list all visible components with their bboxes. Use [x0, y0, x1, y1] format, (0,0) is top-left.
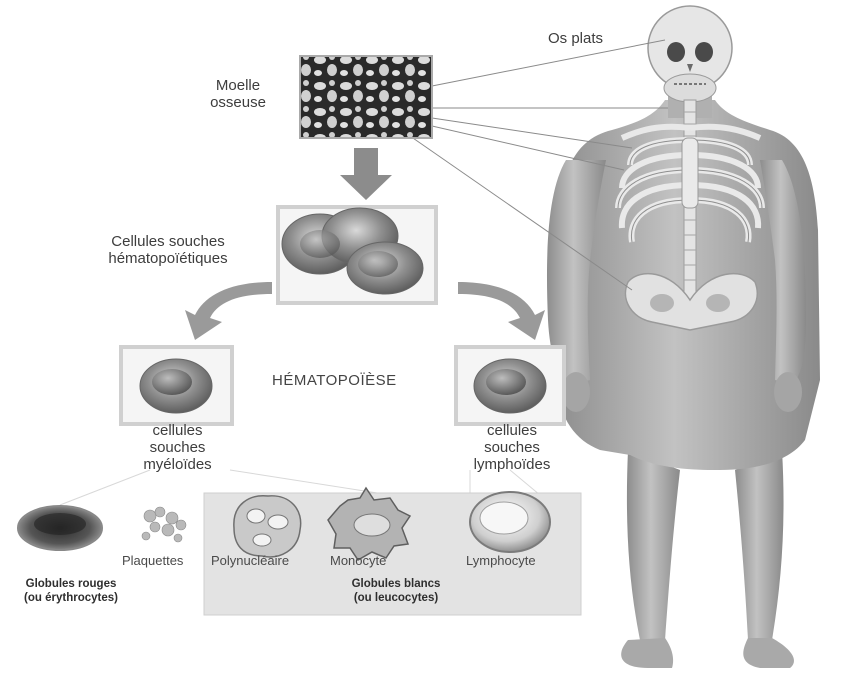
label-myeloides-line1: cellules	[120, 422, 235, 439]
label-globules-rouges-line1: Globules rouges	[8, 577, 134, 591]
label-moelle-osseuse: Moelle osseuse	[196, 77, 280, 111]
myeloid-stem-cell	[140, 359, 212, 413]
arrow-left-curved	[185, 282, 272, 340]
label-moelle-line1: Moelle	[196, 77, 280, 94]
arrow-right-curved	[458, 282, 545, 340]
label-lymphoides: cellules souches lymphoïdes	[452, 422, 572, 473]
label-monocyte: Monocyte	[330, 552, 386, 569]
bone-marrow-image	[300, 56, 432, 138]
label-lymphocyte: Lymphocyte	[466, 552, 536, 569]
platelets	[142, 507, 186, 542]
label-moelle-line2: osseuse	[196, 94, 280, 111]
label-cellules-line1: Cellules souches	[68, 233, 268, 250]
label-globules-blancs: Globules blancs (ou leucocytes)	[338, 577, 454, 605]
label-cellules-line2: hématopoïétiques	[68, 250, 268, 267]
label-plaquettes: Plaquettes	[122, 552, 183, 569]
label-myeloides-line2: souches	[120, 439, 235, 456]
label-polynucleaire: Polynucléaire	[211, 552, 289, 569]
label-lymphoides-line2: souches	[452, 439, 572, 456]
lymphoid-stem-cell	[474, 359, 546, 413]
label-lymphoides-line1: cellules	[452, 422, 572, 439]
label-os-plats: Os plats	[548, 30, 603, 47]
label-myeloides-line3: myéloïdes	[120, 456, 235, 473]
arrow-down	[340, 148, 392, 200]
label-myeloides: cellules souches myéloïdes	[120, 422, 235, 473]
lymphocyte-cell	[470, 492, 550, 552]
label-globules-blancs-line1: Globules blancs	[338, 577, 454, 591]
label-globules-blancs-line2: (ou leucocytes)	[338, 591, 454, 605]
label-globules-rouges-line2: (ou érythrocytes)	[8, 591, 134, 605]
label-globules-rouges: Globules rouges (ou érythrocytes)	[8, 577, 134, 605]
label-hematopoiese: HÉMATOPOÏÈSE	[272, 372, 397, 389]
polynuclear-cell	[234, 496, 301, 557]
label-cellules-souches: Cellules souches hématopoïétiques	[68, 233, 268, 267]
label-lymphoides-line3: lymphoïdes	[452, 456, 572, 473]
red-blood-cell	[18, 506, 102, 550]
